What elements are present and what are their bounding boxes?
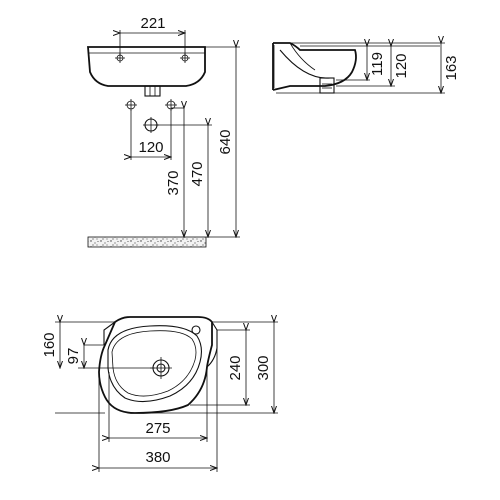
front-basin-outline <box>87 46 206 87</box>
pipe-connection-left <box>125 99 137 111</box>
pipe-connection-right <box>165 99 177 111</box>
dim-470-label: 470 <box>189 161 206 186</box>
dim-120-pipe-label: 120 <box>138 139 163 156</box>
side-view: 119 120 163 <box>272 42 460 93</box>
dim-119-label: 119 <box>369 52 386 76</box>
dim-380-label: 380 <box>145 449 170 466</box>
floor-hatch <box>87 236 207 248</box>
side-basin-outline <box>272 42 357 91</box>
front-view: 221 120 370 470 <box>87 15 240 248</box>
plan-view: 160 97 240 300 275 380 <box>41 317 278 472</box>
dim-640-label: 640 <box>217 129 234 154</box>
dim-275-label: 275 <box>145 420 170 437</box>
dim-160-label: 160 <box>41 332 58 357</box>
dim-370-label: 370 <box>165 170 182 195</box>
front-waste-outlet <box>144 85 161 97</box>
dim-221-label: 221 <box>140 15 165 32</box>
dim-240-label: 240 <box>227 355 244 380</box>
dim-163-label: 163 <box>443 55 460 80</box>
plan-tap-hole <box>191 325 201 335</box>
plan-bowl-inner <box>107 325 203 403</box>
plan-basin-outline <box>98 316 213 414</box>
dim-300-label: 300 <box>255 355 272 380</box>
dim-120-side-label: 120 <box>393 53 410 78</box>
dim-97-label: 97 <box>65 348 82 365</box>
